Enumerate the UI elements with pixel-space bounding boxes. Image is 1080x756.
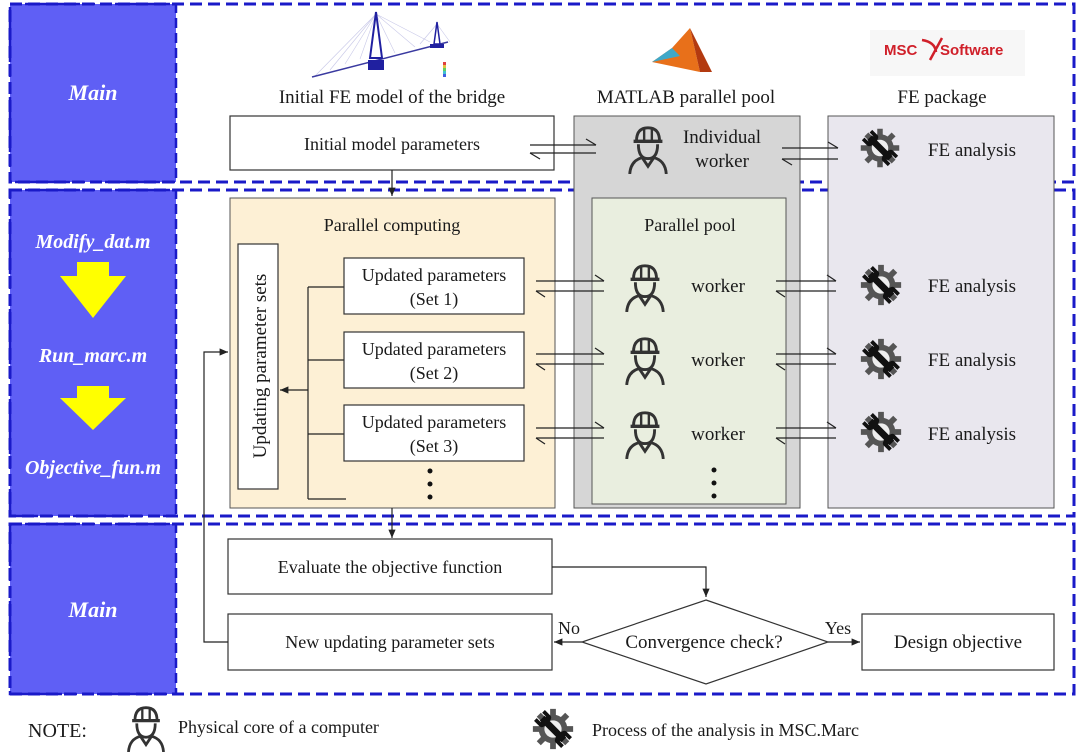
- svg-text:Software: Software: [940, 42, 1003, 59]
- section-main-top-panel: [8, 2, 178, 184]
- parallel-computing-title: Parallel computing: [324, 215, 460, 235]
- updating-sets-label: Updating parameter sets: [250, 274, 271, 459]
- header-matlab: MATLAB parallel pool: [597, 87, 775, 108]
- svg-text:worker: worker: [691, 350, 745, 371]
- gear-icon: [860, 411, 902, 453]
- svg-text:(Set 3): (Set 3): [410, 436, 459, 457]
- individual-worker-label-2: worker: [695, 151, 749, 172]
- ellipsis-sets: [427, 468, 433, 500]
- section-main-bottom: [8, 522, 1076, 696]
- section-parallel: [8, 188, 1076, 518]
- svg-text:(Set 1): (Set 1): [410, 289, 459, 310]
- note-worker-icon: [126, 705, 166, 752]
- svg-text:FE analysis: FE analysis: [928, 350, 1016, 371]
- feedback-loop-arrow: [203, 348, 228, 643]
- fe-analysis-top: FE analysis: [928, 140, 1016, 161]
- evaluate-objective-box: [227, 538, 553, 595]
- design-objective-box: [861, 613, 1055, 671]
- step-objective-fun: Objective_fun.m: [25, 457, 161, 479]
- section-scripts-panel: [8, 188, 178, 518]
- bridge-model-image: [311, 11, 451, 78]
- section-label-main-top: Main: [68, 80, 118, 105]
- section-label-main-bottom: Main: [68, 597, 118, 622]
- new-sets-box: [227, 613, 553, 671]
- svg-text:Updated parameters: Updated parameters: [362, 412, 506, 432]
- svg-text:FE analysis: FE analysis: [928, 276, 1016, 297]
- svg-text:worker: worker: [691, 276, 745, 297]
- parallel-pool-block: [591, 197, 787, 505]
- exchange-arrows: [535, 274, 837, 445]
- design-objective-label: Design objective: [894, 632, 1022, 653]
- down-arrow-icon: [60, 262, 126, 318]
- initial-params-label: Initial model parameters: [304, 134, 480, 154]
- no-label: No: [558, 618, 580, 638]
- fe-package-column: [827, 115, 1055, 509]
- note-gear-icon: [532, 708, 574, 750]
- convergence-check-label: Convergence check?: [625, 632, 782, 653]
- svg-text:(Set 2): (Set 2): [410, 363, 459, 384]
- param-set-1: Updated parameters (Set 1): [343, 257, 525, 315]
- svg-text:FE analysis: FE analysis: [928, 424, 1016, 445]
- svg-text:worker: worker: [691, 424, 745, 445]
- worker-row-3: worker FE analysis: [624, 411, 1016, 459]
- svg-text:Updated parameters: Updated parameters: [362, 265, 506, 285]
- note-label: NOTE:: [28, 720, 87, 742]
- new-sets-label: New updating parameter sets: [285, 632, 494, 652]
- step-run-marc: Run_marc.m: [38, 345, 147, 367]
- convergence-check-diamond: [580, 599, 830, 685]
- worker-row-1: worker FE analysis: [624, 264, 1016, 312]
- section-main-top: [8, 2, 1076, 184]
- down-arrow-icon: [60, 386, 126, 430]
- yes-label: Yes: [825, 618, 851, 638]
- worker-row-2: worker FE analysis: [624, 337, 1016, 385]
- individual-worker-label: Individual: [683, 127, 761, 148]
- ellipsis-workers: [711, 467, 717, 499]
- matlab-logo: [652, 28, 712, 72]
- param-set-3: Updated parameters (Set 3): [343, 404, 525, 462]
- svg-text:Updated parameters: Updated parameters: [362, 339, 506, 359]
- header-fe-package: FE package: [897, 87, 986, 108]
- msc-software-logo: MSC Software: [870, 30, 1025, 76]
- gear-icon: [860, 264, 902, 306]
- gear-icon: [860, 338, 902, 380]
- note-worker-desc: Physical core of a computer: [178, 717, 379, 737]
- note-gear-desc: Process of the analysis in MSC.Marc: [592, 720, 859, 740]
- evaluate-objective-label: Evaluate the objective function: [278, 557, 502, 577]
- param-set-2: Updated parameters (Set 2): [343, 331, 525, 389]
- svg-text:MSC: MSC: [884, 42, 918, 59]
- header-bridge: Initial FE model of the bridge: [279, 87, 505, 108]
- fe-analysis-gear-icon: [860, 128, 900, 168]
- parallel-pool-title: Parallel pool: [644, 215, 735, 235]
- updating-sets-box: [237, 243, 279, 490]
- step-modify-dat: Modify_dat.m: [35, 231, 151, 253]
